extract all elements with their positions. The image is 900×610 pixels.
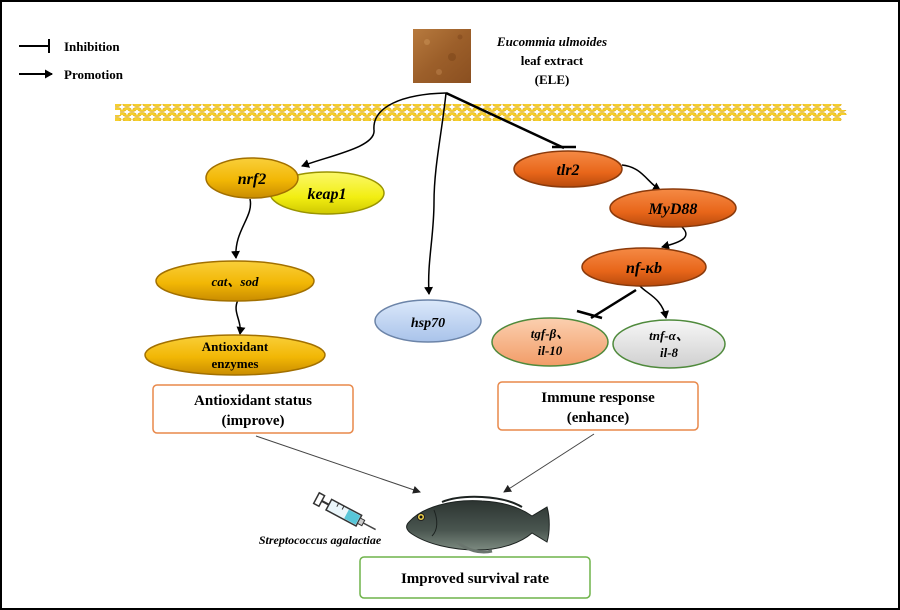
arrow-antioxidant-to-fish	[255, 435, 421, 494]
nrf2-label: nrf2	[238, 171, 266, 188]
tgf-label: tgf-β、	[531, 326, 569, 341]
nfkb-node: nf-κb	[581, 247, 707, 287]
nrf2-node: nrf2	[205, 157, 299, 199]
arrow-nrf2-to-cat-sod	[231, 198, 252, 259]
extract-abbreviation: (ELE)	[535, 72, 570, 87]
tnf-il8-node: tnf-α、 il-8	[612, 319, 726, 369]
immune-response-line2: (enhance)	[567, 410, 630, 426]
hsp70-node: hsp70	[374, 299, 482, 343]
myd88-node: MyD88	[609, 188, 737, 228]
cell-membrane	[115, 104, 847, 121]
antioxidant-enzymes-line1: Antioxidant	[202, 339, 269, 354]
antioxidant-enzymes-node: Antioxidant enzymes	[144, 334, 326, 376]
myd88-label: MyD88	[648, 201, 698, 218]
pathway-arrows	[231, 91, 687, 335]
antioxidant-status-line1: Antioxidant status	[194, 393, 312, 409]
hsp70-label: hsp70	[411, 316, 445, 331]
immune-response-line1: Immune response	[541, 390, 655, 406]
extract-subtitle: leaf extract	[521, 53, 584, 68]
inhibition-legend-icon	[19, 39, 50, 53]
inhibition-bar-tgf	[576, 309, 603, 320]
antioxidant-enzymes-line2: enzymes	[212, 356, 259, 371]
tgf-il10-node: tgf-β、 il-10	[491, 317, 609, 367]
arrow-myd88-to-nfkb	[661, 226, 687, 250]
nfkb-label: nf-κb	[626, 260, 662, 277]
keap1-node: keap1	[269, 171, 385, 215]
immune-response-box: Immune response (enhance)	[497, 381, 699, 431]
antioxidant-status-box: Antioxidant status (improve)	[152, 384, 354, 434]
extract-title: Eucommia ulmoides	[496, 34, 607, 49]
arrow-cat-sod-to-enzymes	[235, 299, 246, 335]
legend: Inhibition Promotion	[19, 39, 124, 82]
promotion-label: Promotion	[64, 67, 124, 82]
cat-sod-node: cat、sod	[155, 260, 315, 302]
inhibition-to-tlr2	[445, 91, 565, 150]
cat-sod-label: cat、sod	[212, 274, 259, 289]
pathogen-label: Streptococcus agalactiae	[259, 533, 382, 547]
arrow-immune-to-fish	[503, 433, 595, 493]
il8-label: il-8	[660, 345, 679, 360]
inhibition-nfkb-to-tgf	[590, 288, 637, 320]
inhibition-label: Inhibition	[64, 39, 120, 54]
tilapia-fish-icon	[406, 495, 550, 554]
tnf-label: tnf-α、	[649, 328, 689, 343]
leaf-extract-image	[413, 29, 471, 83]
keap1-label: keap1	[307, 186, 346, 203]
arrow-to-nrf2	[301, 92, 447, 168]
arrow-tlr2-to-myd88	[621, 164, 661, 191]
arrow-nfkb-to-tnf	[639, 285, 670, 319]
syringe-icon	[312, 491, 376, 531]
survival-box: Improved survival rate	[359, 556, 591, 599]
arrow-to-hsp70	[424, 92, 447, 295]
tlr2-label: tlr2	[556, 162, 579, 179]
outcome-arrows	[255, 433, 595, 494]
antioxidant-status-line2: (improve)	[221, 413, 284, 429]
survival-label: Improved survival rate	[401, 571, 549, 587]
tlr2-node: tlr2	[513, 150, 623, 188]
il10-label: il-10	[538, 343, 563, 358]
